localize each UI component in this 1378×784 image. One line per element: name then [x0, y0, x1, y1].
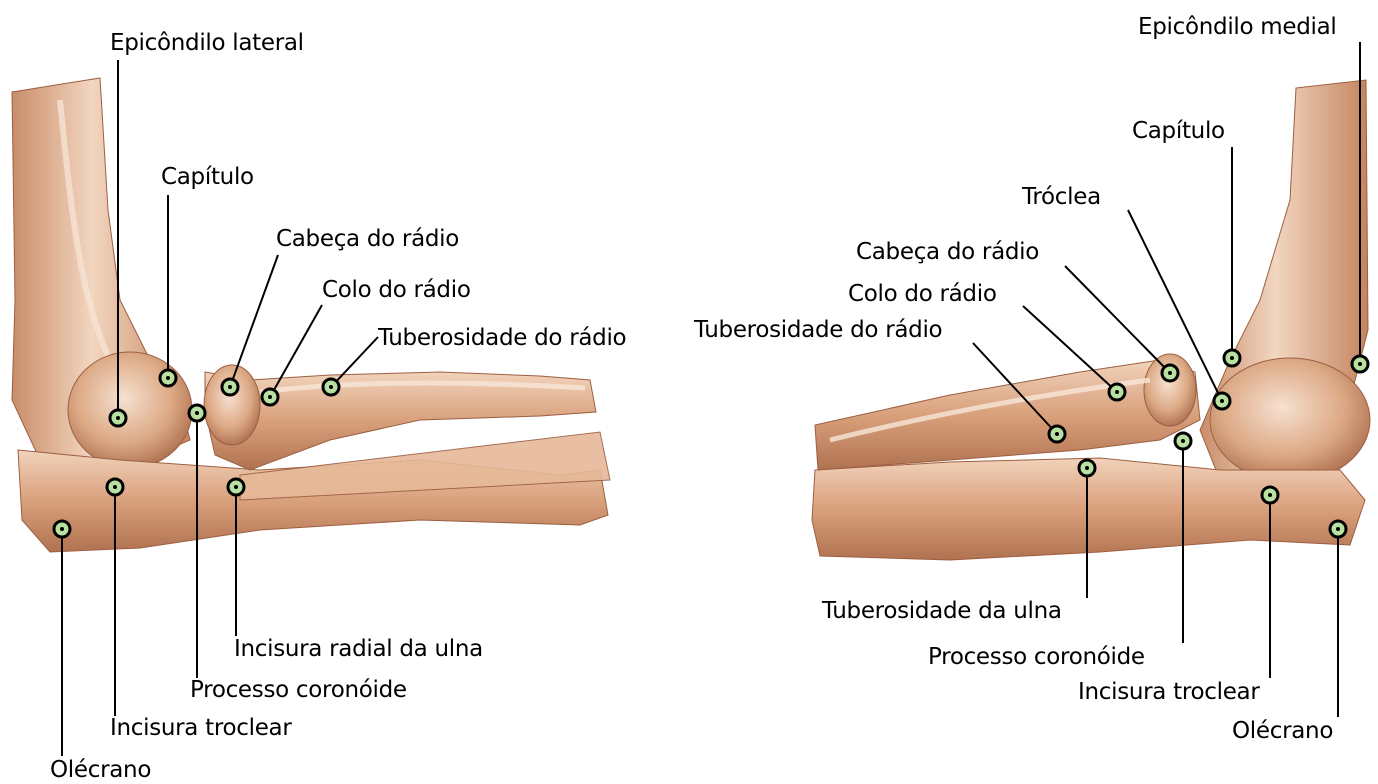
label-capitulo-left: Capítulo	[161, 164, 254, 190]
marker-incisura-troclear-left	[105, 477, 125, 497]
label-epicondilo-lateral: Epicôndilo lateral	[110, 30, 304, 56]
capitulum-knob-lateral	[67, 351, 193, 469]
radial-head-medial	[1143, 353, 1197, 427]
label-incisura-troclear-right: Incisura troclear	[1078, 679, 1260, 705]
marker-troclea-right	[1212, 391, 1232, 411]
radius-lateral	[204, 371, 597, 471]
marker-processo-coronoide-left	[187, 403, 207, 423]
leader-colo-radio-right	[1022, 305, 1118, 393]
label-olecrano-left: Olécrano	[50, 757, 152, 783]
marker-cabeca-radio-left	[220, 377, 240, 397]
marker-processo-coronoide-right	[1173, 431, 1193, 451]
marker-cabeca-radio-right	[1160, 363, 1180, 383]
lateral-view-bones	[11, 77, 611, 553]
label-incisura-troclear-left: Incisura troclear	[110, 715, 292, 741]
leader-cabeca-radio-right	[1064, 265, 1171, 374]
label-troclea-right: Tróclea	[1022, 184, 1101, 210]
marker-tuberosidade-radio-left	[321, 377, 341, 397]
label-tuberosidade-ulna-right: Tuberosidade da ulna	[822, 598, 1062, 624]
label-epicondilo-medial: Epicôndilo medial	[1138, 14, 1337, 40]
label-tuberosidade-radio-right: Tuberosidade do rádio	[694, 317, 943, 343]
label-olecrano-right: Olécrano	[1232, 718, 1334, 744]
ulna-medial	[811, 457, 1366, 561]
marker-incisura-radial-left	[226, 477, 246, 497]
medial-view-bones	[811, 79, 1371, 561]
marker-tuberosidade-radio-right	[1047, 424, 1067, 444]
humerus-ridge-lateral	[57, 99, 113, 362]
radius-highlight-lateral	[259, 380, 586, 395]
marker-incisura-troclear-right	[1260, 485, 1280, 505]
marker-epicondilo-lateral	[108, 408, 128, 428]
marker-colo-radio-left	[260, 387, 280, 407]
label-capitulo-right: Capítulo	[1132, 118, 1225, 144]
leader-tuberosidade-radio-left	[330, 336, 379, 388]
label-incisura-radial-left: Incisura radial da ulna	[234, 636, 483, 662]
markers	[52, 348, 1370, 539]
marker-olecrano-right	[1328, 519, 1348, 539]
marker-capitulo-left	[158, 368, 178, 388]
marker-tuberosidade-ulna-right	[1077, 458, 1097, 478]
marker-colo-radio-right	[1107, 382, 1127, 402]
label-processo-coronoide-right: Processo coronóide	[928, 644, 1145, 670]
leader-colo-radio-left	[269, 304, 323, 398]
leader-lines	[61, 42, 1361, 756]
marker-epicondilo-medial	[1350, 354, 1370, 374]
marker-olecrano-left	[52, 519, 72, 539]
leader-cabeca-radio-left	[229, 254, 279, 388]
medial-epicondyle-knob	[1209, 357, 1371, 483]
leader-tuberosidade-radio-right	[972, 342, 1058, 435]
label-colo-radio-left: Colo do rádio	[322, 277, 471, 303]
label-colo-radio-right: Colo do rádio	[848, 281, 997, 307]
label-cabeca-radio-right: Cabeça do rádio	[856, 239, 1040, 265]
radius-medial	[814, 359, 1201, 471]
label-processo-coronoide-left: Processo coronóide	[190, 677, 407, 703]
leader-troclea-right	[1127, 209, 1223, 402]
label-tuberosidade-radio-left: Tuberosidade do rádio	[378, 325, 627, 351]
marker-capitulo-right	[1222, 348, 1242, 368]
label-cabeca-radio-left: Cabeça do rádio	[276, 226, 460, 252]
radial-head-lateral	[203, 364, 261, 446]
